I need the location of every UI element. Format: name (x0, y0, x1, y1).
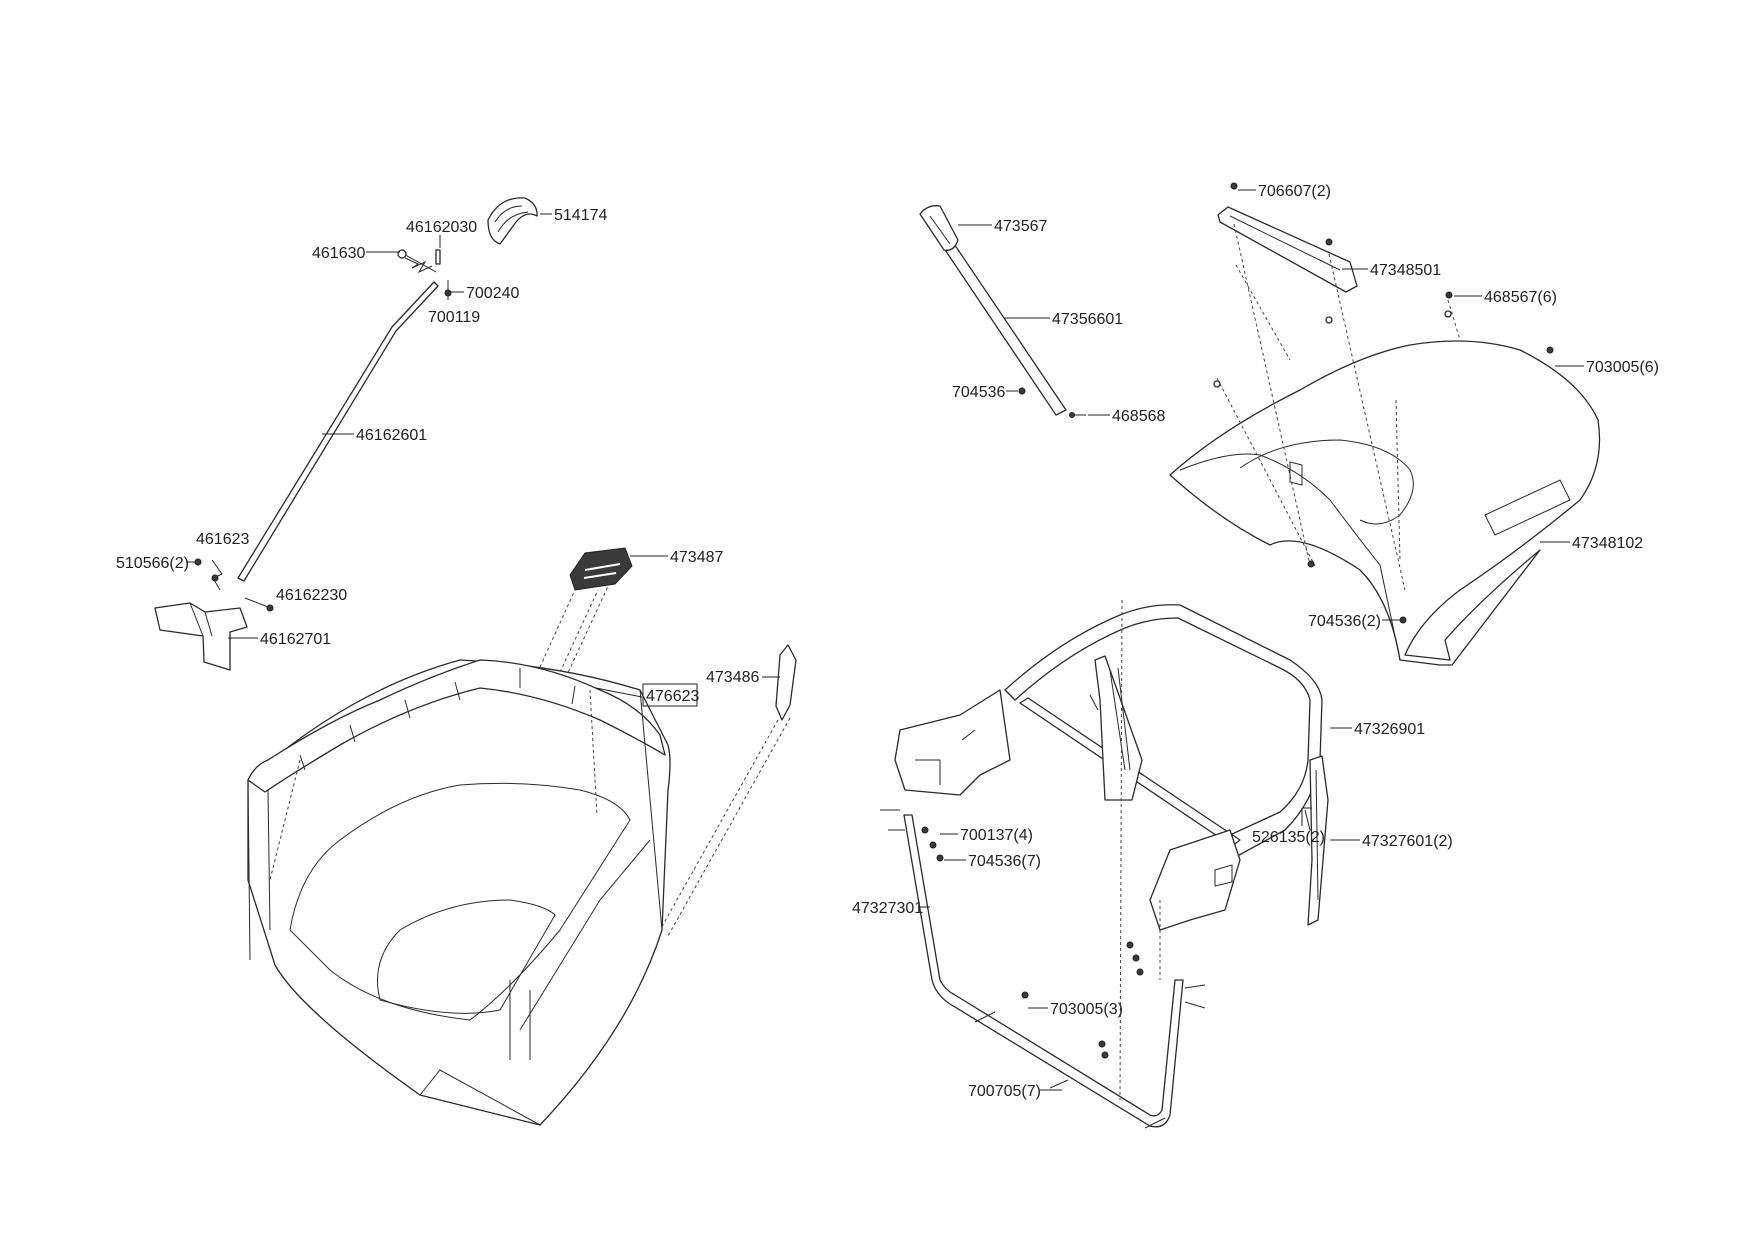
label-46162601: 46162601 (322, 427, 427, 444)
label-46162230: 46162230 (276, 587, 347, 604)
part-number-704536-2: 704536(2) (1308, 613, 1381, 630)
part-number-700119: 700119 (428, 309, 480, 326)
label-704536-7: 704536(7) (944, 853, 1041, 870)
part-number-46162601: 46162601 (356, 427, 427, 444)
label-510566: 510566(2) (116, 555, 196, 572)
part-number-700705: 700705(7) (968, 1083, 1041, 1100)
label-47356601: 47356601 (1004, 311, 1123, 328)
part-number-47348501: 47348501 (1370, 262, 1441, 279)
label-476623: 476623 (595, 683, 699, 707)
bag-top-frame-cover (1169, 182, 1601, 666)
part-number-47356601: 47356601 (1052, 311, 1123, 328)
part-number-46162030: 46162030 (406, 219, 477, 236)
part-number-510566: 510566(2) (116, 555, 189, 572)
label-703005-6: 703005(6) (1555, 359, 1659, 376)
part-number-703005-6: 703005(6) (1586, 359, 1659, 376)
part-number-476623-box (642, 683, 698, 707)
label-461630: 461630 (312, 245, 400, 262)
label-703005-3: 703005(3) (1028, 1001, 1123, 1018)
label-47348501: 47348501 (1342, 262, 1441, 279)
side-clip (659, 644, 797, 937)
part-number-704536-7: 704536(7) (968, 853, 1041, 870)
part-number-476623: 476623 (646, 688, 699, 705)
label-473486: 473486 (706, 669, 780, 686)
bag-top-cover (534, 547, 633, 691)
part-number-704536: 704536 (952, 384, 1005, 401)
part-number-700240: 700240 (466, 285, 519, 302)
bag-frame-assembly (880, 599, 1329, 1129)
label-46162030: 46162030 (406, 219, 477, 248)
part-number-706607: 706607(2) (1258, 183, 1331, 200)
part-number-47327301: 47327301 (852, 900, 923, 917)
part-number-47327601: 47327601(2) (1362, 833, 1453, 850)
label-473487: 473487 (630, 549, 723, 566)
part-number-526135: 526135(2) (1252, 829, 1325, 846)
label-46162701: 46162701 (228, 631, 331, 648)
part-number-473567: 473567 (994, 218, 1047, 235)
label-704536-2: 704536(2) (1308, 613, 1400, 630)
part-number-703005-3: 703005(3) (1050, 1001, 1123, 1018)
label-47327601: 47327601(2) (1330, 833, 1453, 850)
label-706607: 706607(2) (1238, 183, 1331, 200)
label-47348102: 47348102 (1540, 535, 1643, 552)
label-700240: 700240 (450, 285, 519, 302)
part-number-46162701: 46162701 (260, 631, 331, 648)
part-number-468568: 468568 (1112, 408, 1165, 425)
handle-bar-assembly (919, 205, 1086, 418)
grass-bag-body (247, 659, 671, 1126)
part-number-47326901: 47326901 (1354, 721, 1425, 738)
label-461623: 461623 (196, 531, 249, 548)
part-number-473486: 473486 (706, 669, 759, 686)
part-number-700137: 700137(4) (960, 827, 1033, 844)
label-526135: 526135(2) (1252, 807, 1325, 846)
label-704536: 704536 (952, 384, 1018, 401)
label-473567: 473567 (958, 218, 1047, 235)
label-514174: 514174 (540, 207, 607, 224)
lever-rod-assembly (154, 197, 538, 671)
part-number-46162230: 46162230 (276, 587, 347, 604)
part-number-47348102: 47348102 (1572, 535, 1643, 552)
label-468568: 468568 (1088, 408, 1165, 425)
label-700705: 700705(7) (968, 1083, 1062, 1100)
label-47326901: 47326901 (1330, 721, 1425, 738)
part-number-514174: 514174 (554, 207, 607, 224)
label-468567: 468567(6) (1454, 289, 1557, 306)
part-number-461623: 461623 (196, 531, 249, 548)
label-47327301: 47327301 (852, 900, 930, 917)
part-number-468567: 468567(6) (1484, 289, 1557, 306)
part-number-461630: 461630 (312, 245, 365, 262)
part-number-473487: 473487 (670, 549, 723, 566)
label-700119: 700119 (428, 309, 480, 326)
label-700137: 700137(4) (940, 827, 1033, 844)
